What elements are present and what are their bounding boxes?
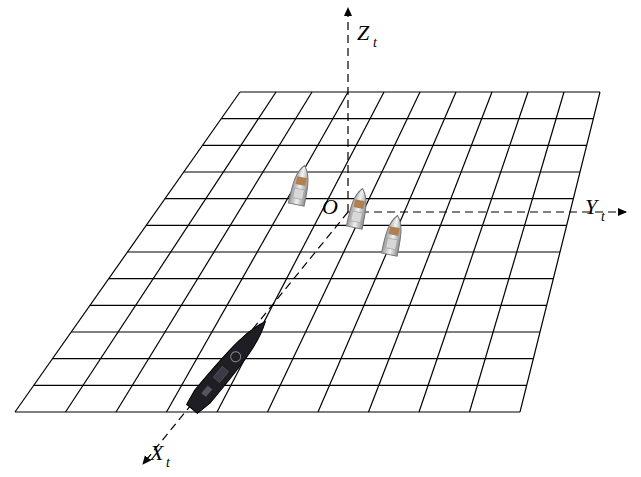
axis-subscript: t <box>373 36 377 50</box>
small-ship <box>346 187 370 229</box>
grid-line <box>470 92 565 412</box>
grid-line <box>419 92 528 412</box>
grid-line <box>15 92 240 412</box>
axis-subscript: t <box>601 210 605 224</box>
sea-grid <box>15 92 600 412</box>
axis-subscript: t <box>166 456 170 470</box>
large-ship <box>184 315 273 415</box>
axis-label: Z <box>357 22 369 44</box>
grid-line <box>167 92 349 412</box>
axis-label: Y <box>585 196 597 218</box>
grid-line <box>116 92 312 412</box>
small-ship <box>288 164 312 206</box>
origin-label: O <box>322 196 338 218</box>
grid-line <box>268 92 421 412</box>
ships <box>184 164 405 416</box>
axes <box>143 8 626 464</box>
grid-line <box>66 92 277 412</box>
small-ship <box>381 214 405 256</box>
axis-label: X <box>150 442 163 464</box>
grid-line <box>520 92 600 412</box>
